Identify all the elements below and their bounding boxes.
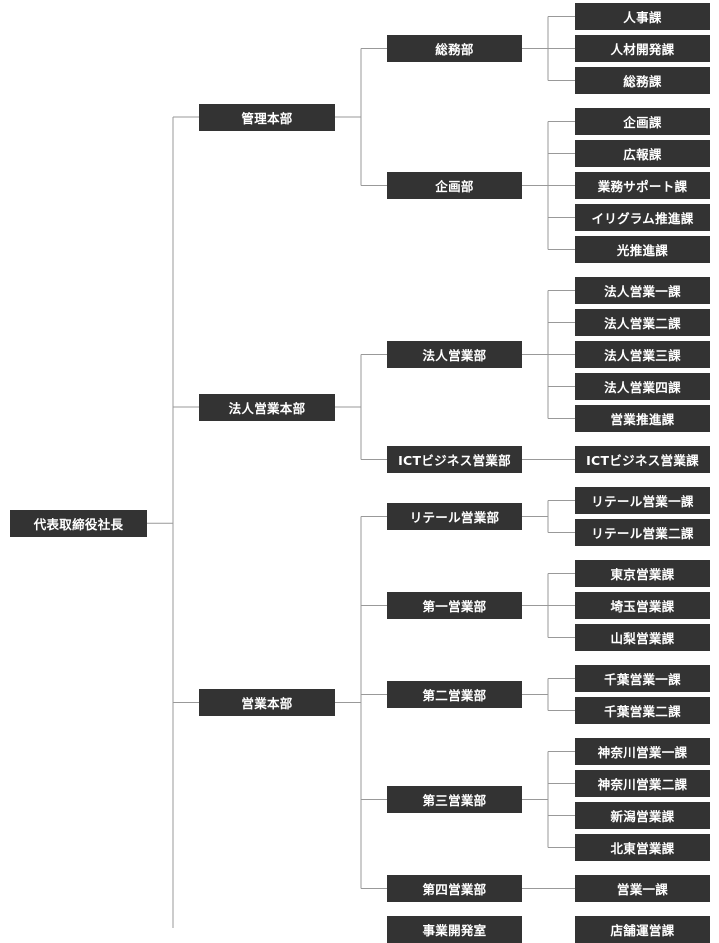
org-box-level-3: 法人営業三課 [575,341,710,368]
org-box-level-3: 千葉営業二課 [575,697,710,724]
org-box-level-3: 店舗運営課 [575,916,710,943]
org-box-level-2: 法人営業部 [387,341,522,368]
org-box-level-1: 法人営業本部 [199,393,335,421]
org-box-level-3: 総務課 [575,67,710,94]
org-box-level-2: リテール営業部 [387,503,522,530]
org-box-level-3: 法人営業四課 [575,373,710,400]
org-box-level-3: 法人営業一課 [575,277,710,304]
org-box-level-3: 神奈川営業一課 [575,738,710,765]
org-box-level-3: 広報課 [575,140,710,167]
org-box-level-2: ICTビジネス営業部 [387,446,522,473]
org-box-level-1: 営業本部 [199,689,335,716]
org-box-level-3: リテール営業二課 [575,519,710,546]
org-box-level-3: 千葉営業一課 [575,665,710,692]
org-box-level-3: 人事課 [575,3,710,30]
org-box-level-2: 第四営業部 [387,875,522,902]
org-box-level-3: 人材開発課 [575,35,710,62]
org-box-level-3: イリグラム推進課 [575,204,710,231]
org-box-level-3: 営業一課 [575,875,710,902]
org-box-level-3: 山梨営業課 [575,624,710,651]
org-box-level-3: 北東営業課 [575,834,710,861]
org-box-level-3: 埼玉営業課 [575,592,710,619]
org-box-level-2: 企画部 [387,172,522,199]
org-box-level-2: 第一営業部 [387,592,522,619]
org-box-level-3: 営業推進課 [575,405,710,432]
org-box-level-2: 第三営業部 [387,786,522,813]
org-box-level-3: 東京営業課 [575,560,710,587]
org-box-level-3: 業務サポート課 [575,172,710,199]
org-box-level-3: 法人営業二課 [575,309,710,336]
org-box-level-3: 神奈川営業二課 [575,770,710,797]
org-box-level-3: ICTビジネス営業課 [575,446,710,473]
org-box-level-2: 事業開発室 [387,916,522,943]
org-box-level-1: 管理本部 [199,103,335,131]
org-box-level-3: 企画課 [575,108,710,135]
org-box-level-3: 光推進課 [575,236,710,263]
org-box-level-2: 第二営業部 [387,681,522,708]
org-box-level-2: 総務部 [387,35,522,62]
org-box-level-0: 代表取締役社長 [10,509,147,537]
org-box-level-3: 新潟営業課 [575,802,710,829]
org-box-level-3: リテール営業一課 [575,487,710,514]
